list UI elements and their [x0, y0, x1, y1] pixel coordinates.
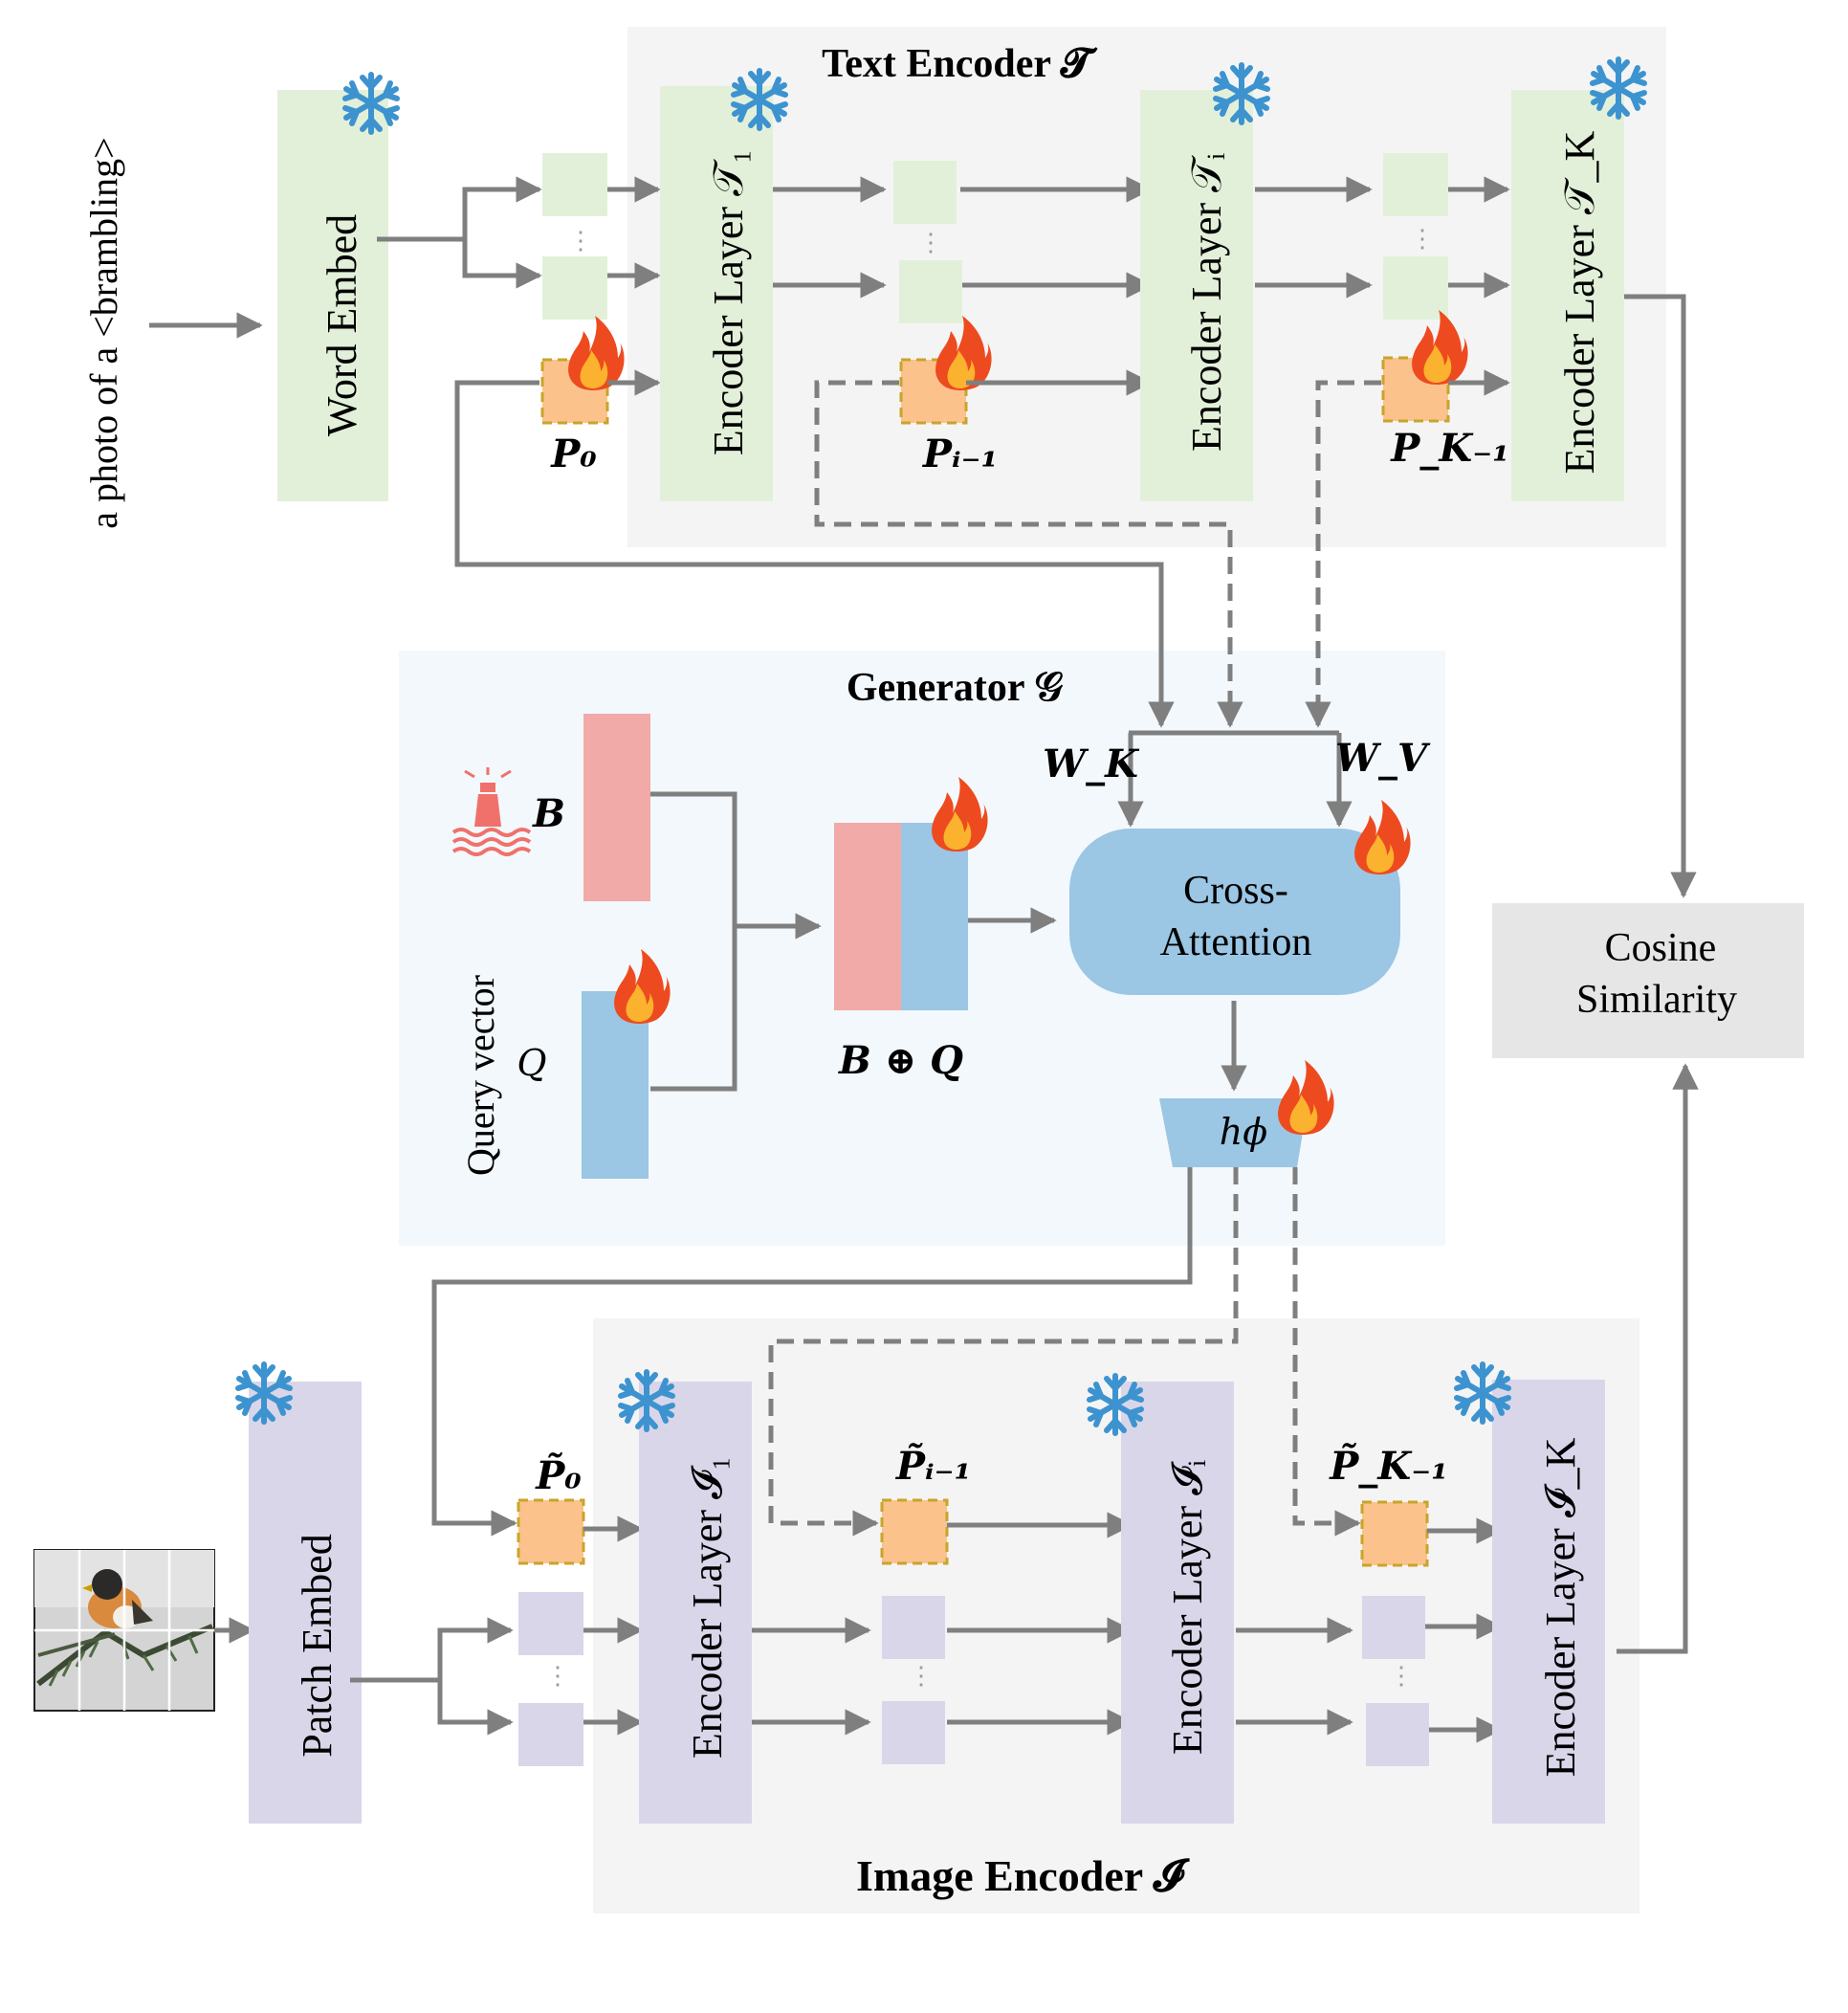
- text-token: [893, 161, 957, 224]
- concat-bank-block: [834, 823, 901, 1010]
- ellipsis: ⋮: [568, 227, 593, 254]
- ellipsis: ⋮: [918, 229, 943, 256]
- image-token: [882, 1596, 945, 1659]
- ellipsis: ⋮: [909, 1662, 934, 1690]
- concat-query-block: [901, 823, 968, 1010]
- word-embed-connectors: [377, 176, 542, 289]
- text-token: [899, 260, 962, 323]
- prompt-tilde-pi-1-label: P̃ᵢ₋₁: [895, 1444, 971, 1489]
- head-to-pi-1-dashed-connector: [768, 1167, 1239, 1537]
- pi-1-dashed-connector: [814, 380, 1243, 728]
- prompt-tilde-p0: [517, 1498, 585, 1565]
- weight-v-label: W_V: [1335, 736, 1431, 781]
- image-encoder-title: Image Encoder 𝓘: [856, 1851, 1190, 1900]
- prompt-p0-label: P₀: [550, 431, 597, 476]
- image-token: [1362, 1596, 1425, 1659]
- projection-head-label: hϕ: [1220, 1111, 1267, 1153]
- text-encoder-title: Text Encoder 𝓣: [822, 42, 1098, 86]
- image-encoder-layer-1-label: Encoder Layer 𝓘₁: [684, 1456, 731, 1759]
- concat-connectors: [650, 791, 822, 1092]
- image-encoder-layer-1: [639, 1382, 752, 1824]
- word-embed-block: [277, 90, 388, 501]
- bird-photo: [33, 1549, 215, 1712]
- image-encoder-layer-i-label: Encoder Layer 𝓘ᵢ: [1164, 1460, 1211, 1755]
- query-vector-label: Query vector: [459, 975, 502, 1176]
- ellipsis: ⋮: [1410, 225, 1435, 253]
- p0-to-wk-connector: [454, 380, 1175, 728]
- image-encoder-layer-i: [1121, 1382, 1234, 1824]
- text-token: [542, 153, 607, 216]
- head-to-pk-1-dashed-connector: [1292, 1167, 1361, 1537]
- patch-embed-label: Patch Embed: [294, 1534, 341, 1757]
- text-encoder-layer-k: [1511, 90, 1624, 501]
- projection-head-block: [1159, 1098, 1309, 1167]
- prompt-pi-1-label: Pᵢ₋₁: [922, 431, 998, 476]
- text-token: [1383, 256, 1448, 320]
- prompt-pk-1-label: P_K₋₁: [1390, 426, 1508, 471]
- concat-label: B ⊕ Q: [838, 1038, 963, 1083]
- pk-1-dashed-connector: [1305, 380, 1381, 728]
- prompt-tilde-pk-1: [1360, 1500, 1429, 1567]
- image-encoder-layer-k: [1492, 1380, 1605, 1824]
- cross-attention-block: [1069, 829, 1400, 995]
- word-embed-label: Word Embed: [319, 214, 365, 436]
- image-token: [1366, 1703, 1429, 1766]
- input-text: a photo of a <brambling>: [82, 137, 125, 528]
- text-token: [1383, 153, 1448, 216]
- text-encoder-layer-1: [660, 86, 773, 501]
- cross-attention-label-1: Cross-: [1183, 869, 1288, 913]
- flame-icon: [568, 316, 625, 390]
- patch-embed-block: [249, 1382, 362, 1824]
- wk-wv-connectors: [1117, 730, 1353, 828]
- bank-label: B: [532, 791, 565, 836]
- image-token: [518, 1592, 583, 1655]
- query-symbol: Q: [517, 1042, 546, 1084]
- prompt-tilde-p0-label: P̃₀: [535, 1453, 582, 1498]
- cross-attention-label-2: Attention: [1160, 920, 1312, 964]
- patch-embed-connectors: [350, 1617, 514, 1736]
- head-to-p0-connector: [431, 1167, 1193, 1537]
- prompt-tilde-pi-1: [880, 1498, 949, 1565]
- ellipsis: ⋮: [545, 1662, 570, 1690]
- cosine-similarity-block: [1492, 903, 1804, 1058]
- ellipsis: ⋮: [1389, 1662, 1414, 1690]
- cosine-label-2: Similarity: [1576, 978, 1737, 1022]
- text-output-connector: [1624, 294, 1697, 898]
- memory-bank-block: [583, 714, 650, 901]
- image-encoder-layer-k-label: Encoder Layer 𝓘_K: [1537, 1437, 1584, 1777]
- image-token: [518, 1703, 583, 1766]
- generator-title: Generator 𝒢: [847, 666, 1063, 710]
- cosine-label-1: Cosine: [1605, 926, 1717, 970]
- lighthouse-icon: [451, 767, 532, 856]
- text-token: [542, 256, 607, 320]
- text-encoder-layer-k-label: Encoder Layer 𝒯_K: [1556, 130, 1603, 474]
- text-encoder-layer-1-label: Encoder Layer 𝒯₁: [705, 149, 752, 455]
- image-output-connector: [1617, 1063, 1699, 1654]
- image-token: [882, 1701, 945, 1764]
- text-encoder-layer-i-label: Encoder Layer 𝒯ᵢ: [1183, 153, 1230, 452]
- prompt-tilde-pk-1-label: P̃_K₋₁: [1329, 1444, 1447, 1489]
- weight-k-label: W_K: [1043, 741, 1140, 786]
- text-encoder-layer-i: [1140, 90, 1253, 501]
